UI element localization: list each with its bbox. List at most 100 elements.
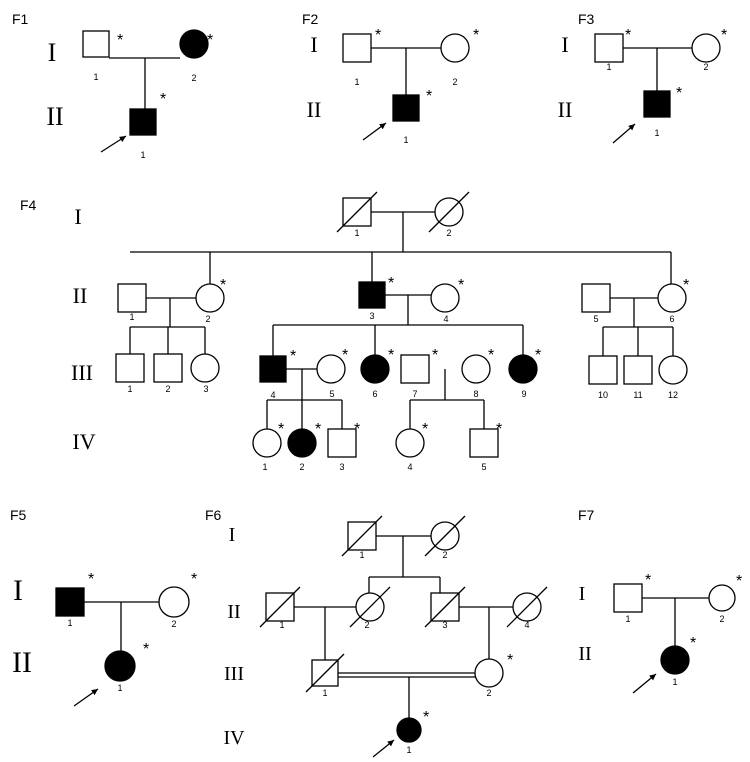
female-symbol [657,283,687,313]
member-number: 1 [406,745,411,755]
member-number: 2 [171,619,176,629]
star-marker: * [432,347,438,364]
female-symbol [252,428,282,458]
deceased-slash [259,586,301,628]
member-number: 4 [407,462,412,472]
male-symbol [129,108,157,136]
female-symbol [195,283,225,313]
proband-arrow-head [628,124,635,131]
female-symbol [660,645,690,675]
male-symbol [115,353,145,383]
star-marker: * [496,421,502,438]
female-symbol [430,283,460,313]
generation-label: II [46,102,63,131]
deceased-slash [341,515,383,557]
female-symbol [474,658,504,688]
family-label: F5 [10,507,27,523]
star-marker: * [423,709,429,726]
deceased-slash [424,586,466,628]
star-marker: * [342,347,348,364]
proband-arrow-head [119,136,126,142]
male-symbol [581,283,611,313]
member-number: 3 [369,311,374,321]
generation-label: II [578,643,591,665]
member-number: 6 [372,389,377,399]
member-number: 2 [446,228,451,238]
star-marker: * [354,421,360,438]
member-number: 1 [117,683,122,693]
female-symbol [461,354,491,384]
star-marker: * [736,573,742,590]
star-marker: * [683,277,689,294]
member-number: 1 [67,618,72,628]
member-number: 5 [593,314,598,324]
family-label: F2 [302,11,319,27]
member-number: 1 [354,77,359,87]
star-marker: * [676,85,682,102]
member-number: 6 [669,314,674,324]
male-symbol [82,30,110,58]
member-number: 2 [191,73,196,83]
member-number: 3 [442,620,447,630]
member-number: 5 [329,389,334,399]
female-symbol [691,33,721,63]
female-symbol [708,584,736,612]
generation-label: IV [72,429,95,454]
member-number: 5 [481,462,486,472]
member-number: 2 [364,620,369,630]
member-number: 1 [129,312,134,322]
generation-label: II [12,646,32,679]
male-symbol [588,355,618,385]
member-number: 4 [443,314,448,324]
member-number: 2 [205,314,210,324]
male-symbol [117,283,147,313]
member-number: 10 [598,390,608,400]
star-marker: * [535,347,541,364]
female-symbol [508,354,538,384]
family-label: F4 [20,197,37,213]
member-number: 8 [473,389,478,399]
male-symbol [358,281,386,309]
generation-label: II [307,97,322,122]
member-number: 1 [322,688,327,698]
star-marker: * [721,27,727,44]
member-number: 3 [339,462,344,472]
star-marker: * [625,27,631,44]
star-marker: * [160,91,166,108]
star-marker: * [507,652,513,669]
female-symbol [104,650,136,682]
male-symbol [259,355,287,383]
member-number: 2 [719,614,724,624]
female-symbol [316,354,346,384]
proband-arrow [73,688,99,707]
male-symbol [342,33,372,63]
male-symbol [594,33,624,63]
member-number: 4 [524,620,529,630]
proband-arrow [362,122,387,141]
female-symbol [287,428,317,458]
female-symbol [179,29,209,59]
member-number: 2 [165,384,170,394]
generation-label: I [310,32,317,57]
member-number: 2 [299,462,304,472]
female-symbol [395,428,425,458]
member-number: 1 [672,677,677,687]
female-symbol [158,586,190,618]
star-marker: * [388,275,394,292]
generation-label: II [73,283,88,308]
generation-label: I [579,583,586,605]
member-number: 2 [486,688,491,698]
female-symbol [190,353,220,383]
male-symbol [469,428,499,458]
deceased-slash [428,191,470,233]
star-marker: * [690,635,696,652]
star-marker: * [645,572,651,589]
member-number: 1 [403,135,408,145]
generation-label: I [229,524,236,546]
